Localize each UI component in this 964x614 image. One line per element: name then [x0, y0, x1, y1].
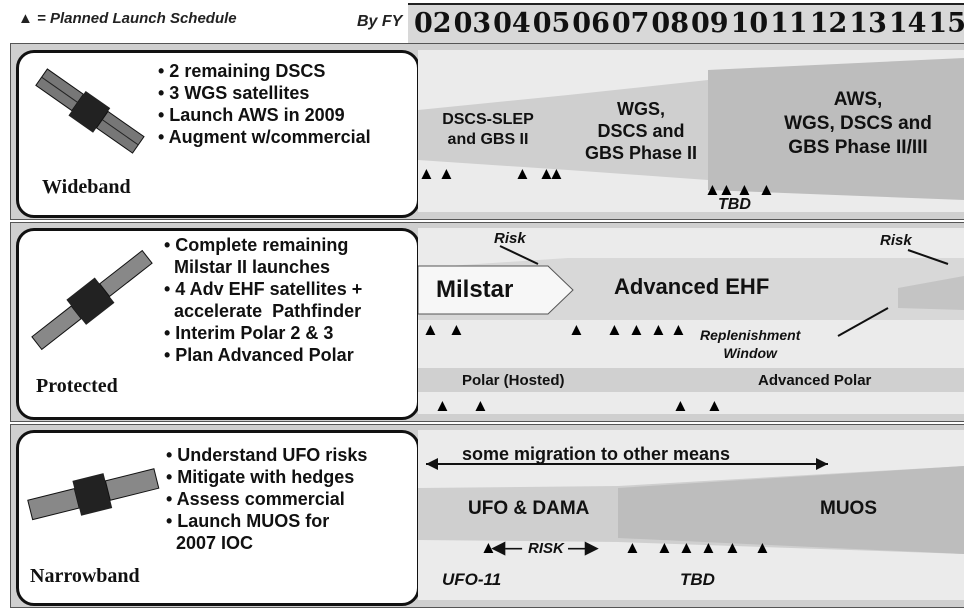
bullet: • Interim Polar 2 & 3 — [164, 322, 362, 344]
satellite-narrowband-icon — [24, 448, 164, 538]
year-label: 13 — [849, 8, 887, 39]
launch-marker-icon: ▲ — [438, 164, 455, 184]
bullet: 2007 IOC — [166, 532, 367, 554]
year-label: 12 — [810, 8, 848, 39]
wideband-phase1: DSCS-SLEP and GBS II — [418, 110, 558, 150]
year-label: 07 — [612, 8, 650, 39]
protected-bullets: • Complete remaining Milstar II launches… — [164, 234, 362, 366]
year-label: 14 — [889, 8, 927, 39]
wideband-phase2: WGS, DSCS and GBS Phase II — [566, 98, 716, 164]
launch-marker-icon: ▲ — [472, 396, 489, 416]
launch-marker-icon: ▲ — [568, 320, 585, 340]
bullet: • Plan Advanced Polar — [164, 344, 362, 366]
polar-hosted-label: Polar (Hosted) — [462, 372, 565, 389]
bullet: accelerate Pathfinder — [164, 300, 362, 322]
risk-arrow-left-icon: ◀— — [492, 538, 522, 558]
bullet: Milstar II launches — [164, 256, 362, 278]
launch-marker-icon: ▲ — [670, 320, 687, 340]
by-fy-label: By FY — [357, 13, 402, 31]
launch-marker-icon: ▲ — [650, 320, 667, 340]
launch-marker-icon: ▲ — [754, 538, 771, 558]
protected-timeline: Risk Risk Milstar Advanced EHF Replenish… — [418, 228, 964, 414]
bullet: • Assess commercial — [166, 488, 367, 510]
bullet: • Augment w/commercial — [158, 126, 371, 148]
launch-marker-icon: ▲ — [624, 538, 641, 558]
replenishment-label: Replenishment Window — [700, 326, 800, 362]
satellite-wideband-icon — [26, 58, 156, 168]
launch-marker-icon: ▲ — [514, 164, 531, 184]
bullet: • Mitigate with hedges — [166, 466, 367, 488]
wideband-tbd: TBD — [718, 196, 751, 214]
launch-marker-icon: ▲ — [434, 396, 451, 416]
year-label: 05 — [533, 8, 571, 39]
migration-label: some migration to other means — [462, 444, 730, 465]
bullet: • 2 remaining DSCS — [158, 60, 371, 82]
muos-label: MUOS — [820, 498, 877, 520]
narrowband-bullets: • Understand UFO risks • Mitigate with h… — [166, 444, 367, 554]
bullet: • 4 Adv EHF satellites + — [164, 278, 362, 300]
launch-marker-icon: ▲ — [606, 320, 623, 340]
category-wideband: Wideband — [42, 176, 131, 199]
year-label: 03 — [454, 8, 492, 39]
risk-label: Risk — [494, 230, 526, 247]
year-label: 11 — [770, 8, 808, 39]
milstar-label: Milstar — [436, 276, 513, 304]
year-label: 02 — [414, 8, 452, 39]
risk-arrow-right-icon: —▶ — [568, 538, 598, 558]
launch-marker-icon: ▲ — [656, 538, 673, 558]
wideband-timeline: DSCS-SLEP and GBS II WGS, DSCS and GBS P… — [418, 50, 964, 212]
year-label: 10 — [731, 8, 769, 39]
category-narrowband: Narrowband — [30, 565, 140, 588]
launch-marker-icon: ▲ — [706, 396, 723, 416]
year-label: 08 — [651, 8, 689, 39]
satellite-protected-icon — [22, 240, 162, 360]
launch-marker-icon: ▲ — [672, 396, 689, 416]
bullet: • Launch MUOS for — [166, 510, 367, 532]
bullet: • Launch AWS in 2009 — [158, 104, 371, 126]
launch-marker-icon: ▲ — [700, 538, 717, 558]
aehf-label: Advanced EHF — [614, 274, 769, 300]
bullet: • Understand UFO risks — [166, 444, 367, 466]
launch-marker-icon: ▲ — [418, 164, 435, 184]
launch-marker-icon: ▲ — [548, 164, 565, 184]
launch-marker-icon: ▲ — [758, 180, 775, 200]
narrowband-risk-label: RISK — [528, 540, 564, 557]
year-label: 15 — [928, 8, 964, 39]
wideband-bullets: • 2 remaining DSCS • 3 WGS satellites • … — [158, 60, 371, 148]
advanced-polar-label: Advanced Polar — [758, 372, 871, 389]
launch-marker-icon: ▲ — [724, 538, 741, 558]
year-label: 09 — [691, 8, 729, 39]
legend-text: ▲ = Planned Launch Schedule — [18, 10, 237, 27]
bullet: • Complete remaining — [164, 234, 362, 256]
narrowband-tbd: TBD — [680, 570, 715, 590]
ufo-dama-label: UFO & DAMA — [468, 498, 589, 520]
year-label: 06 — [572, 8, 610, 39]
year-label: 04 — [493, 8, 531, 39]
category-protected: Protected — [36, 375, 118, 398]
narrowband-timeline: some migration to other means UFO & DAMA… — [418, 430, 964, 600]
wideband-phase3: AWS, WGS, DSCS and GBS Phase II/III — [758, 88, 958, 160]
launch-marker-icon: ▲ — [448, 320, 465, 340]
launch-marker-icon: ▲ — [628, 320, 645, 340]
ufo11-label: UFO-11 — [442, 570, 501, 590]
risk-label: Risk — [880, 232, 912, 249]
bullet: • 3 WGS satellites — [158, 82, 371, 104]
launch-marker-icon: ▲ — [422, 320, 439, 340]
launch-marker-icon: ▲ — [678, 538, 695, 558]
